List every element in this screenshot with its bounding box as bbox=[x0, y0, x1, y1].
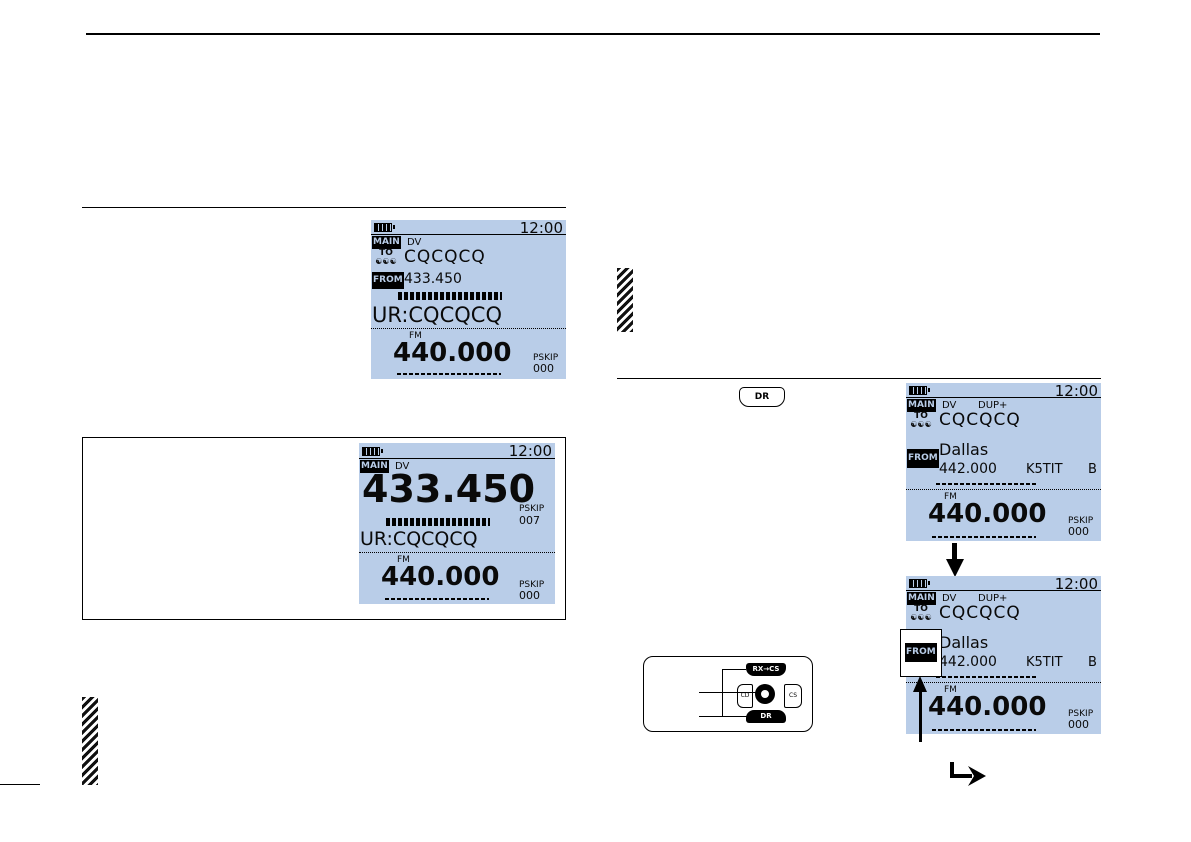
mode-label: DV bbox=[407, 237, 422, 248]
memory-number: 000 bbox=[533, 362, 554, 375]
repeater-callsign: K5TIT bbox=[1026, 462, 1063, 477]
main-tag: MAIN bbox=[360, 460, 389, 473]
duplex-label: DUP+ bbox=[978, 400, 1008, 411]
down-arrow bbox=[952, 543, 957, 561]
duplex-label: DUP+ bbox=[978, 593, 1008, 604]
repeater-module: B bbox=[1088, 462, 1097, 477]
cs-key[interactable]: CS bbox=[784, 684, 802, 708]
memory-number: 000 bbox=[1068, 718, 1089, 731]
clock: 12:00 bbox=[1054, 576, 1098, 593]
mode-label: DV bbox=[942, 400, 957, 411]
pskip-label: PSKIP bbox=[1068, 516, 1094, 526]
callout-line-vert bbox=[722, 669, 723, 717]
sub-frequency: 440.000 bbox=[381, 562, 500, 592]
main-tag: MAIN bbox=[907, 399, 936, 412]
ur-callsign: UR:CQCQCQ bbox=[372, 303, 502, 327]
battery-icon bbox=[374, 223, 395, 232]
sub-frequency: 440.000 bbox=[393, 338, 512, 368]
battery-icon bbox=[362, 447, 383, 456]
main-tag: MAIN bbox=[372, 236, 401, 249]
ur-callsign: UR:CQCQCQ bbox=[360, 528, 478, 550]
right-section-rule bbox=[617, 378, 1101, 379]
sub-frequency: 440.000 bbox=[928, 692, 1047, 722]
page-tab-rule bbox=[0, 784, 40, 785]
mode-label: DV bbox=[395, 461, 410, 472]
mode-label: DV bbox=[942, 593, 957, 604]
to-callsign: CQCQCQ bbox=[939, 603, 1021, 623]
repeater-name: Dallas bbox=[939, 440, 989, 459]
to-callsign: CQCQCQ bbox=[404, 247, 486, 267]
top-rule bbox=[86, 33, 1100, 35]
repeater-frequency: 442.000 bbox=[939, 461, 997, 477]
rx-cs-key[interactable]: RX→CS bbox=[746, 663, 786, 676]
repeater-name: Dallas bbox=[939, 633, 989, 652]
pskip-label: PSKIP bbox=[519, 504, 545, 514]
cd-key[interactable]: CD bbox=[737, 684, 753, 708]
down-arrowhead bbox=[946, 559, 964, 577]
clock: 12:00 bbox=[1054, 383, 1098, 400]
memory-number: 000 bbox=[519, 589, 540, 602]
from-tag: FROM bbox=[372, 272, 404, 289]
sub-mode: FM bbox=[397, 555, 410, 565]
memory-number: 000 bbox=[1068, 525, 1089, 538]
pointer-arrow-line bbox=[919, 690, 922, 742]
sub-frequency: 440.000 bbox=[928, 499, 1047, 529]
main-tag: MAIN bbox=[907, 592, 936, 605]
callout-line-top bbox=[699, 692, 759, 693]
s-meter bbox=[386, 518, 490, 526]
lcd-screen-dr-mode: 12:00 MAIN DV DUP+ TO☯☯☯ CQCQCQ FROM Dal… bbox=[906, 383, 1101, 541]
to-icon: TO☯☯☯ bbox=[375, 248, 397, 266]
repeater-callsign: K5TIT bbox=[1026, 655, 1063, 670]
lcd-screen-dual: 12:00 MAIN DV 433.450 PSKIP 007 UR:CQCQC… bbox=[359, 443, 555, 604]
sub-mode: FM bbox=[944, 685, 957, 695]
signal-indicator bbox=[936, 676, 1036, 678]
dr-button-icon: DR bbox=[739, 387, 785, 407]
from-tag: FROM bbox=[907, 449, 939, 468]
pointer-arrowhead bbox=[913, 676, 927, 692]
note-marker-right bbox=[617, 268, 633, 332]
repeater-frequency: 442.000 bbox=[939, 654, 997, 670]
signal-indicator bbox=[936, 483, 1036, 485]
battery-icon bbox=[909, 386, 930, 395]
left-section-rule bbox=[82, 207, 566, 208]
clock: 12:00 bbox=[519, 220, 563, 237]
battery-icon bbox=[909, 579, 930, 588]
pskip-label: PSKIP bbox=[1068, 709, 1094, 719]
dr-key[interactable]: DR bbox=[746, 710, 786, 723]
from-frequency: 433.450 bbox=[404, 271, 462, 287]
to-icon: TO☯☯☯ bbox=[910, 604, 932, 622]
callout-line-bottom bbox=[699, 716, 747, 717]
dual-watch-box bbox=[82, 437, 566, 620]
sub-mode: FM bbox=[944, 492, 957, 502]
to-icon: TO☯☯☯ bbox=[910, 411, 932, 429]
callout-line-toptick bbox=[722, 669, 746, 670]
joystick-center bbox=[761, 690, 769, 698]
repeater-module: B bbox=[1088, 655, 1097, 670]
pskip-label: PSKIP bbox=[533, 353, 559, 363]
memory-number: 007 bbox=[519, 514, 540, 527]
clock: 12:00 bbox=[508, 443, 552, 460]
pskip-label: PSKIP bbox=[519, 580, 545, 590]
s-meter bbox=[398, 292, 502, 300]
to-callsign: CQCQCQ bbox=[939, 410, 1021, 430]
main-frequency: 433.450 bbox=[362, 467, 536, 511]
keypad-illustration: RX→CS DR CD CS bbox=[643, 656, 813, 732]
from-tag-selected: FROM bbox=[905, 643, 937, 662]
continue-arrow-icon bbox=[950, 762, 986, 786]
note-marker-left bbox=[82, 697, 98, 785]
sub-mode: FM bbox=[409, 331, 422, 341]
lcd-screen-dv-from: 12:00 MAIN DV TO☯☯☯ CQCQCQ FROM 433.450 … bbox=[371, 220, 566, 379]
